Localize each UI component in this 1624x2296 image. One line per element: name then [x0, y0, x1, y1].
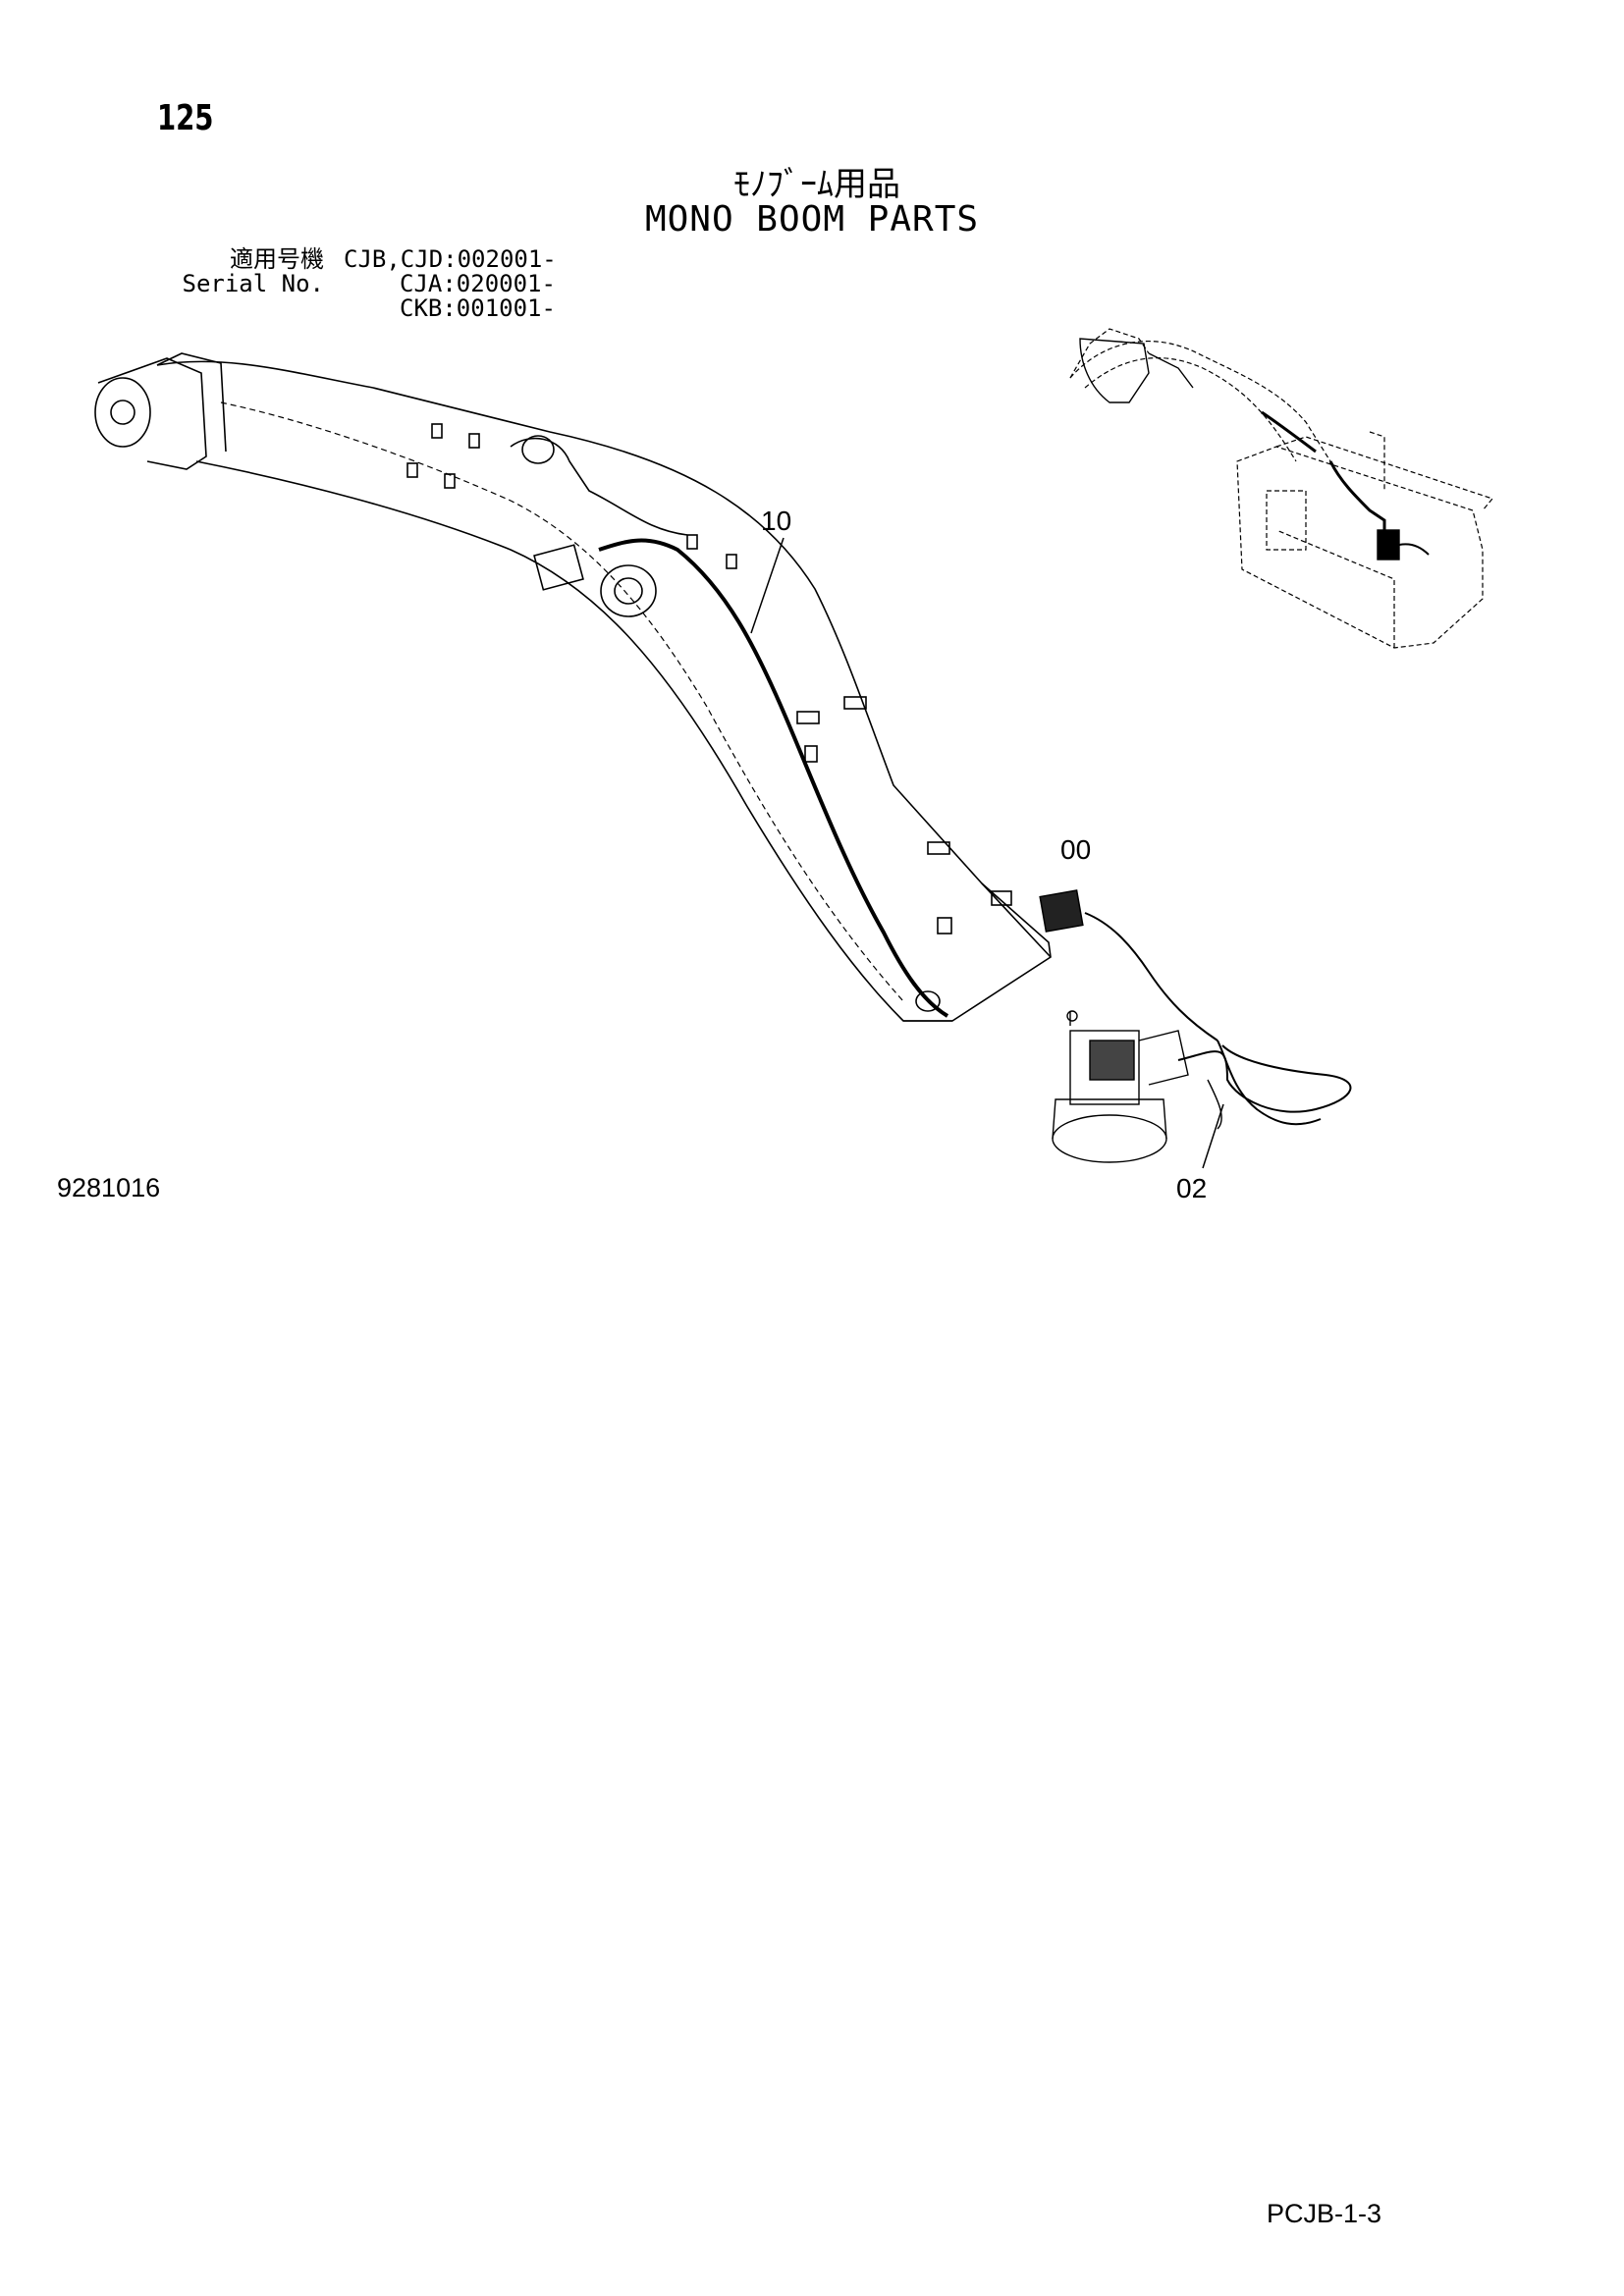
serial-value: CKB:001001- — [400, 294, 556, 322]
serial-label: 適用号機 — [230, 245, 324, 273]
page-title: MONO BOOM PARTS — [644, 199, 980, 240]
callout-part-10: 10 — [761, 506, 792, 536]
parts-drawing — [94, 328, 1494, 1169]
leader-line-10 — [750, 537, 785, 634]
boom-illustration — [94, 352, 1052, 1022]
serial-number-block: 適用号機 CJB,CJD:002001- Serial No. CJA:0200… — [152, 247, 557, 321]
serial-value: CJB,CJD:002001- — [344, 245, 557, 273]
callout-part-00: 00 — [1060, 834, 1092, 865]
page-title-japanese: ﾓﾉﾌﾞｰﾑ用品 — [733, 165, 900, 204]
part-02-illustration — [1052, 1010, 1352, 1169]
serial-row: CKB:001001- — [152, 296, 557, 321]
part-00-illustration — [1039, 889, 1218, 1041]
harness-line — [598, 538, 949, 1018]
page-number: 125 — [157, 98, 214, 138]
excavator-key-illustration — [1069, 328, 1494, 649]
sheet-code: PCJB-1-3 — [1267, 2199, 1382, 2228]
figure-number: 9281016 — [57, 1173, 161, 1202]
serial-row: 適用号機 CJB,CJD:002001- — [152, 247, 557, 272]
serial-row: Serial No. CJA:020001- — [152, 272, 557, 296]
excavator-key-bucket — [1079, 338, 1430, 561]
serial-label: Serial No. — [182, 270, 325, 297]
serial-value: CJA:020001- — [400, 270, 556, 297]
callout-part-02: 02 — [1176, 1173, 1208, 1203]
